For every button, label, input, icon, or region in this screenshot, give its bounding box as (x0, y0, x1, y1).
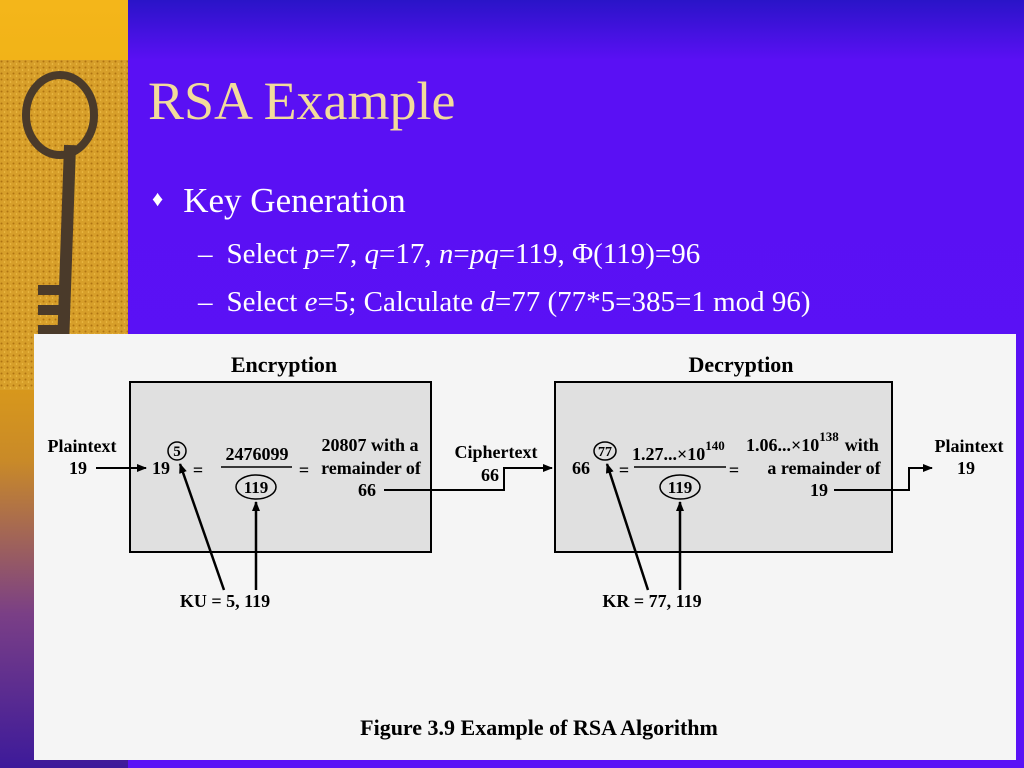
plaintext-in-value: 19 (69, 458, 87, 478)
plaintext-out-value: 19 (957, 458, 975, 478)
ciphertext-value: 66 (481, 465, 499, 485)
ku-label: KU = 5, 119 (180, 591, 270, 611)
enc-result-line2: remainder of (321, 458, 422, 478)
figure-caption: Figure 3.9 Example of RSA Algorithm (360, 715, 718, 740)
dec-result-line3: 19 (810, 480, 828, 500)
enc-numerator: 2476099 (226, 444, 289, 464)
dec-result-line2: a remainder of (767, 458, 881, 478)
plaintext-in-label: Plaintext (48, 436, 117, 456)
bullet-text: Key Generation (183, 181, 406, 220)
rsa-figure: Encryption Decryption Plaintext 19 19 5 … (34, 334, 1016, 760)
diamond-bullet-icon: ♦ (152, 186, 164, 211)
ciphertext-label: Ciphertext (455, 442, 538, 462)
enc-eq-2: = (299, 460, 309, 480)
enc-modulus: 119 (244, 478, 269, 497)
decryption-title: Decryption (688, 352, 793, 377)
dec-eq-1: = (619, 460, 629, 480)
enc-result-line1: 20807 with a (321, 435, 418, 455)
enc-exponent: 5 (173, 444, 181, 460)
dec-base: 66 (572, 458, 590, 478)
sub-bullet-select-e: –Select e=5; Calculate d=77 (77*5=385=1 … (198, 286, 811, 318)
dec-numerator: 1.27...×10140 (632, 438, 725, 464)
dec-eq-2: = (729, 460, 739, 480)
bullet-key-generation: ♦ Key Generation (152, 183, 406, 218)
enc-eq-1: = (193, 460, 203, 480)
kr-label: KR = 77, 119 (602, 591, 701, 611)
slide-title: RSA Example (148, 71, 456, 131)
enc-base: 19 (152, 458, 170, 478)
dec-exponent: 77 (598, 445, 612, 460)
dec-modulus: 119 (668, 478, 693, 497)
sub-bullet-select-pq: –Select p=7, q=17, n=pq=119, Φ(119)=96 (198, 238, 701, 270)
plaintext-out-label: Plaintext (935, 436, 1004, 456)
encryption-title: Encryption (231, 352, 337, 377)
enc-result-line3: 66 (358, 480, 376, 500)
